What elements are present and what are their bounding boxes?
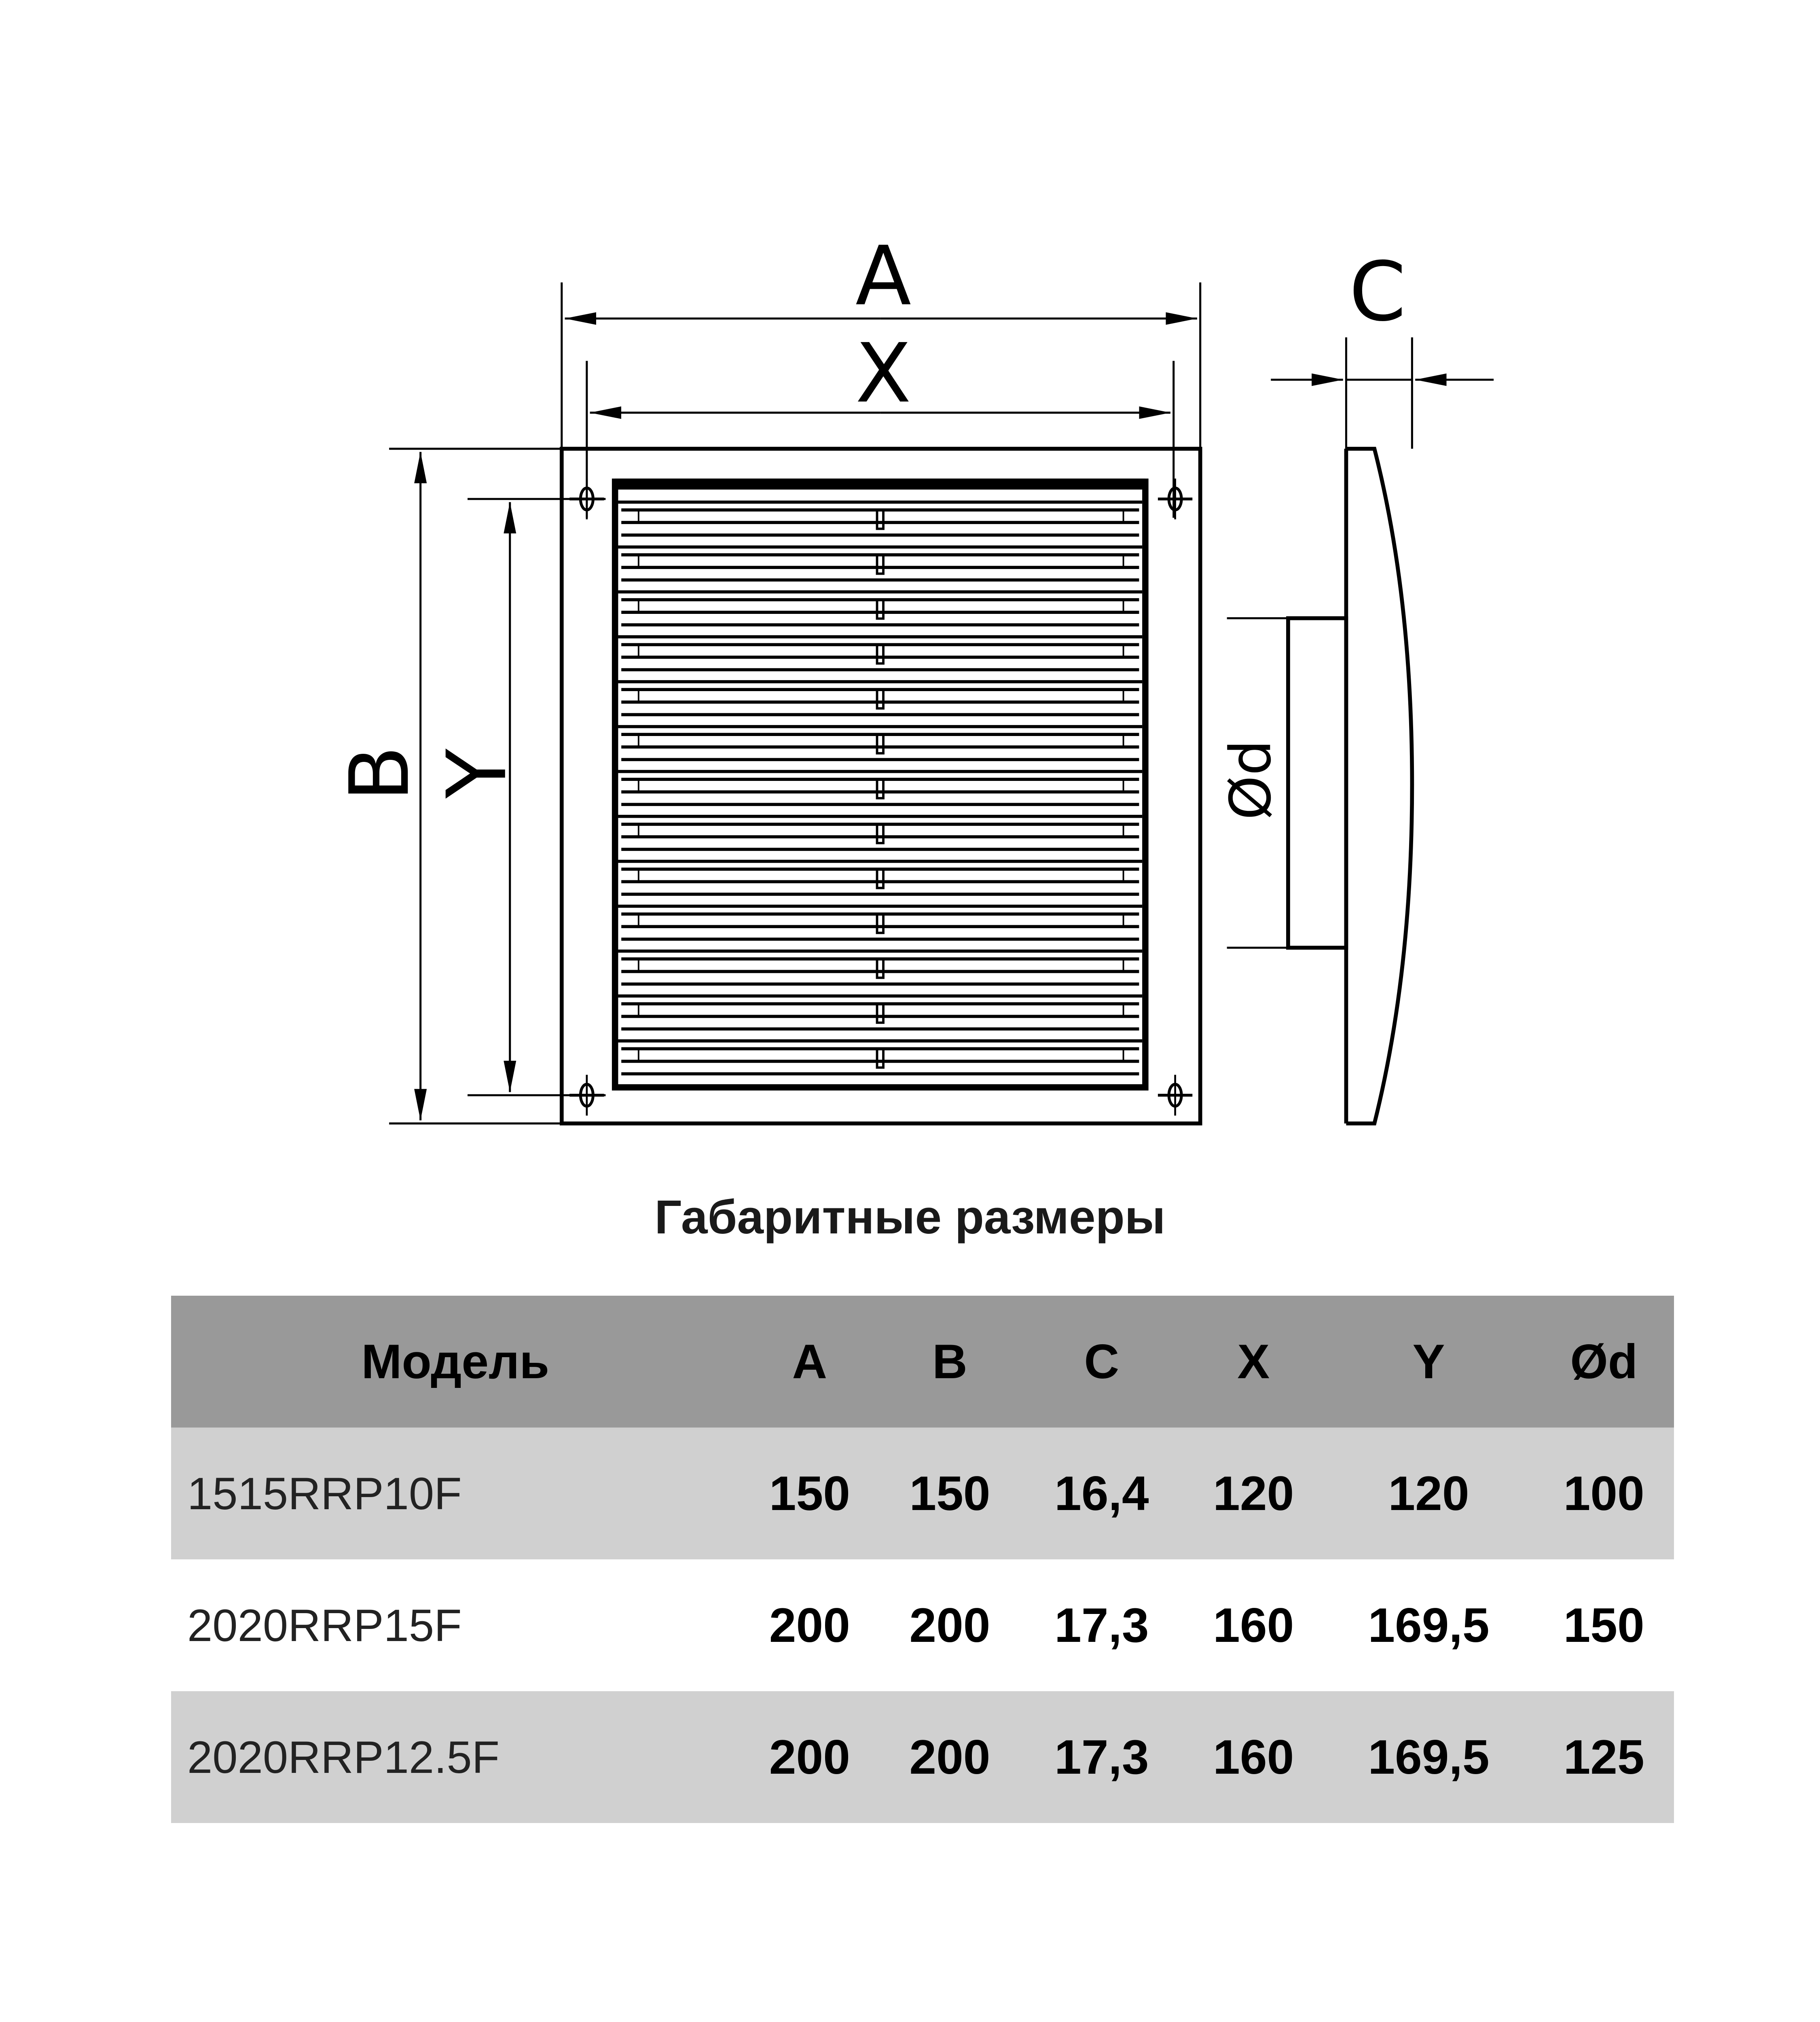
cell-x: 160 (1213, 1598, 1294, 1652)
louver-slat (618, 590, 1143, 627)
louver-slat (618, 1039, 1143, 1076)
table-row: 1515RRP10F 150 150 16,4 120 120 100 (171, 1428, 1674, 1559)
cell-a: 150 (769, 1466, 850, 1521)
dim-label-y: Y (430, 748, 525, 799)
screw-hole-icon (1158, 1074, 1193, 1116)
cell-c: 17,3 (1054, 1598, 1149, 1652)
grille-side-view (1286, 446, 1414, 1125)
cell-d: 150 (1563, 1598, 1644, 1652)
cell-c: 17,3 (1054, 1730, 1149, 1784)
cell-y: 169,5 (1368, 1730, 1490, 1784)
louver-slat (618, 770, 1143, 806)
louver-slat (618, 545, 1143, 582)
header-c: C (1084, 1335, 1120, 1389)
cell-b: 200 (909, 1598, 990, 1652)
louver-slat (618, 859, 1143, 896)
dim-label-b: B (332, 746, 427, 802)
table-row: 2020RRP15F 200 200 17,3 160 169,5 150 (171, 1559, 1674, 1691)
louver-slat (618, 680, 1143, 717)
louver-slat (618, 949, 1143, 986)
header-x: X (1237, 1335, 1270, 1389)
table-row: 2020RRP12.5F 200 200 17,3 160 169,5 125 (171, 1691, 1674, 1823)
cell-b: 200 (909, 1730, 990, 1784)
cell-a: 200 (769, 1598, 850, 1652)
louver-slat (618, 994, 1143, 1031)
cell-model: 1515RRP10F (187, 1468, 462, 1519)
louver-slat (618, 725, 1143, 761)
cell-a: 200 (769, 1730, 850, 1784)
dim-label-a: A (855, 228, 911, 324)
header-b: B (932, 1335, 967, 1389)
cell-model: 2020RRP12.5F (187, 1732, 500, 1783)
louver-slat (618, 500, 1143, 537)
cell-b: 150 (909, 1466, 990, 1521)
cell-x: 160 (1213, 1730, 1294, 1784)
louver-slat (618, 635, 1143, 672)
louver-slat (618, 814, 1143, 851)
cell-c: 16,4 (1054, 1466, 1149, 1521)
cell-d: 100 (1563, 1466, 1644, 1521)
dimensions-table: Модель A B C X Y Ød 1515RRP10F 150 150 1… (171, 1296, 1674, 1823)
grille-dimension-drawing: A X C B Y Ød (332, 228, 1494, 1125)
grille-front-view (559, 446, 1202, 1125)
louver-slat (618, 904, 1143, 941)
table-header-row: Модель A B C X Y Ød (171, 1296, 1674, 1428)
dim-label-x: X (855, 326, 911, 421)
header-model: Модель (361, 1335, 550, 1389)
header-a: A (792, 1335, 827, 1389)
header-y: Y (1412, 1335, 1445, 1389)
section-title: Габаритные размеры (654, 1191, 1166, 1244)
cell-y: 120 (1388, 1466, 1469, 1521)
screw-hole-icon (1158, 478, 1193, 520)
screw-hole-icon (569, 478, 604, 520)
cell-model: 2020RRP15F (187, 1600, 462, 1651)
cell-x: 120 (1213, 1466, 1294, 1521)
dim-label-c: C (1349, 244, 1406, 339)
dim-label-d: Ød (1217, 740, 1283, 820)
screw-hole-icon (569, 1074, 604, 1116)
header-d: Ød (1570, 1335, 1638, 1389)
cell-d: 125 (1563, 1730, 1644, 1784)
cell-y: 169,5 (1368, 1598, 1490, 1652)
